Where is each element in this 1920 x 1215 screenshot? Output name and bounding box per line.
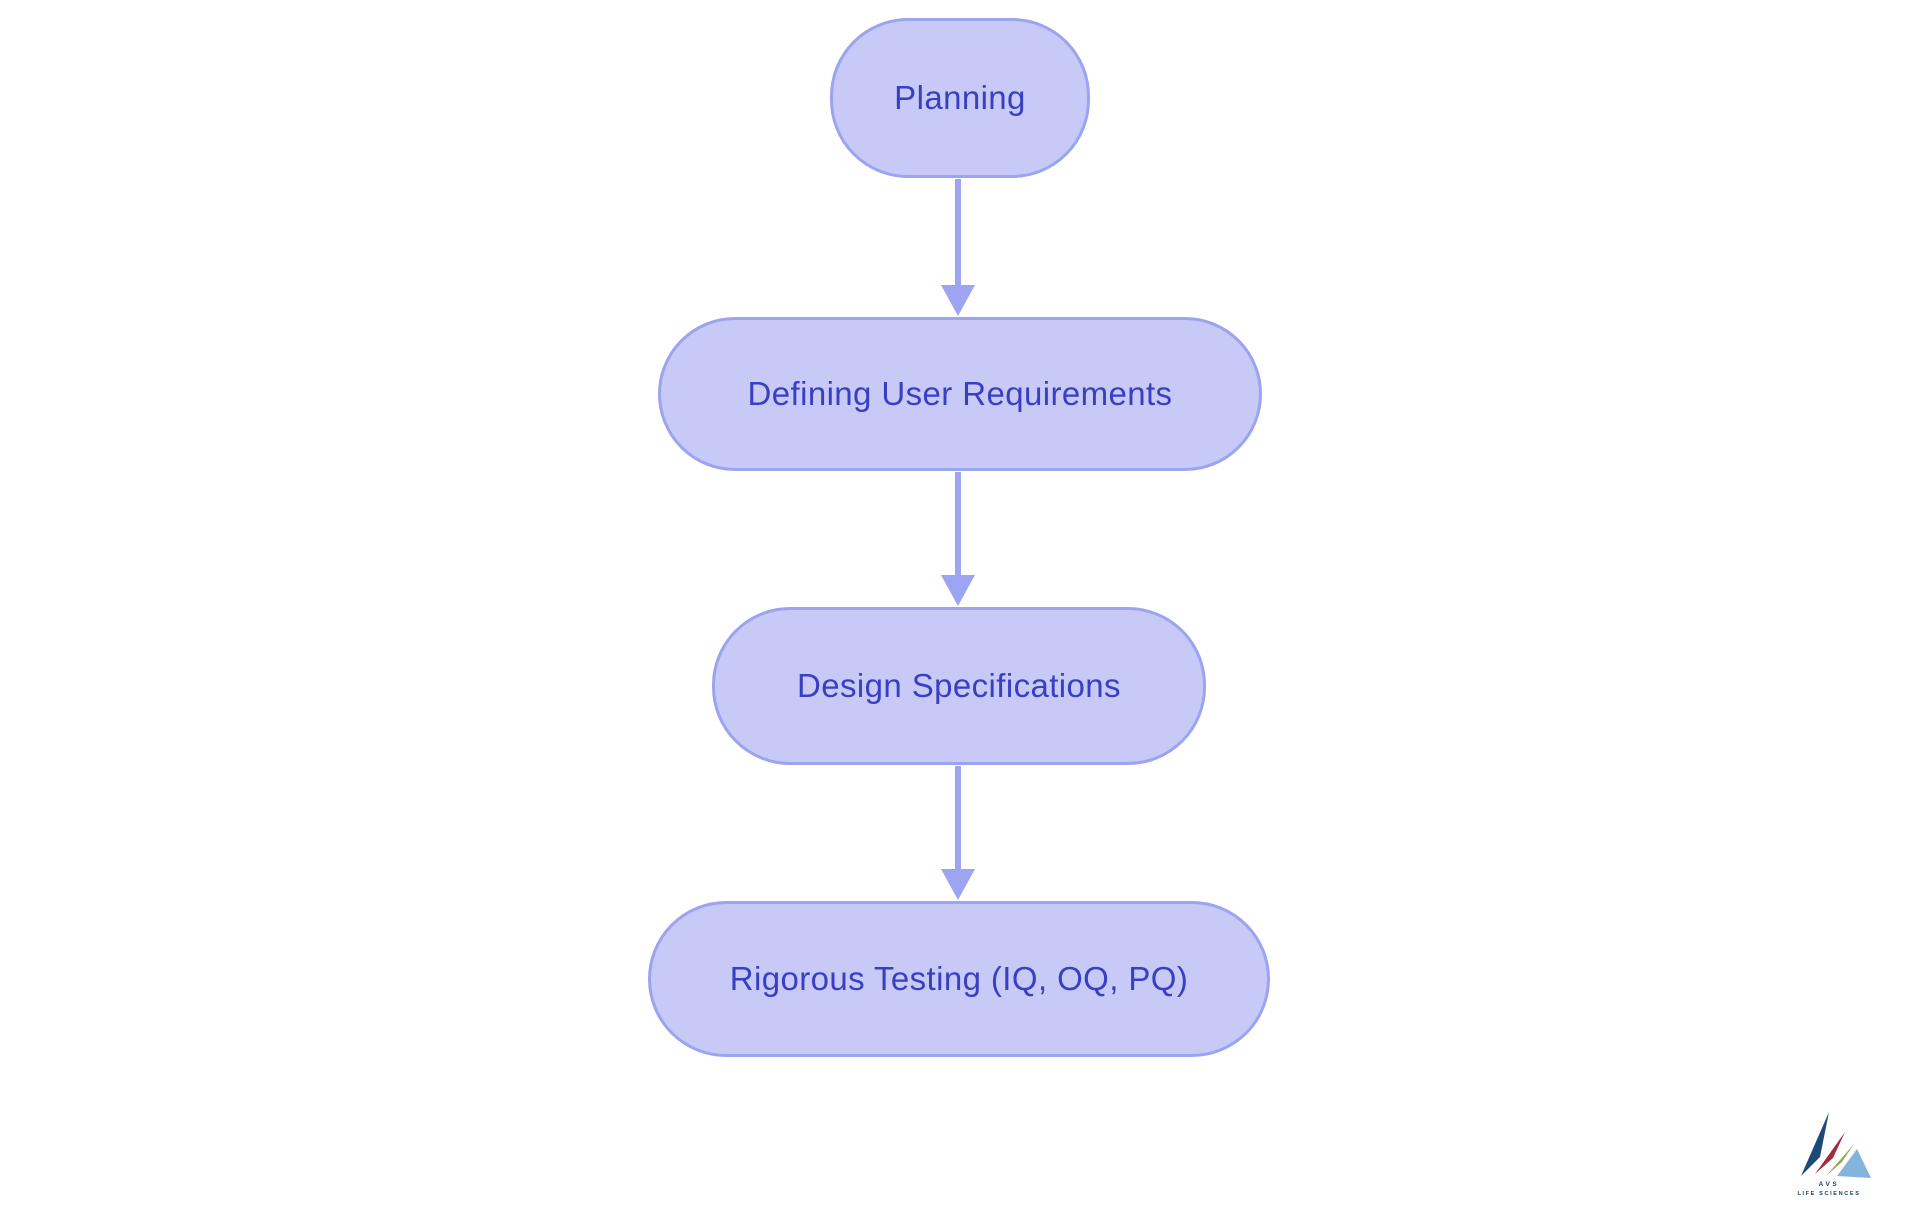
arrowhead-down-icon: [941, 285, 975, 316]
flow-node-design-specifications-label: Design Specifications: [797, 667, 1121, 705]
arrowhead-down-icon: [941, 869, 975, 900]
logo-text-life-sciences: LIFE SCIENCES: [1797, 1191, 1860, 1197]
arrow-design-to-testing: [941, 766, 975, 900]
flow-node-defining-user-requirements: Defining User Requirements: [658, 317, 1262, 471]
flow-node-rigorous-testing-label: Rigorous Testing (IQ, OQ, PQ): [729, 960, 1189, 998]
arrow-planning-to-requirements: [941, 179, 975, 316]
arrowhead-down-icon: [941, 575, 975, 606]
avs-life-sciences-logo: AVS LIFE SCIENCES: [1797, 1112, 1871, 1197]
logo-triangle-lightblue: [1837, 1149, 1871, 1178]
flow-node-defining-user-requirements-label: Defining User Requirements: [747, 375, 1173, 413]
flow-node-planning-label: Planning: [894, 79, 1026, 117]
arrow-requirements-to-design: [941, 472, 975, 606]
flow-node-design-specifications: Design Specifications: [712, 607, 1206, 765]
logo-triangle-navy: [1801, 1112, 1829, 1176]
flow-node-rigorous-testing: Rigorous Testing (IQ, OQ, PQ): [648, 901, 1270, 1057]
logo-text-avs: AVS: [1819, 1181, 1840, 1188]
flow-node-planning: Planning: [830, 18, 1090, 178]
logo-triangle-green: [1826, 1144, 1854, 1176]
logo-triangle-red: [1815, 1132, 1845, 1174]
